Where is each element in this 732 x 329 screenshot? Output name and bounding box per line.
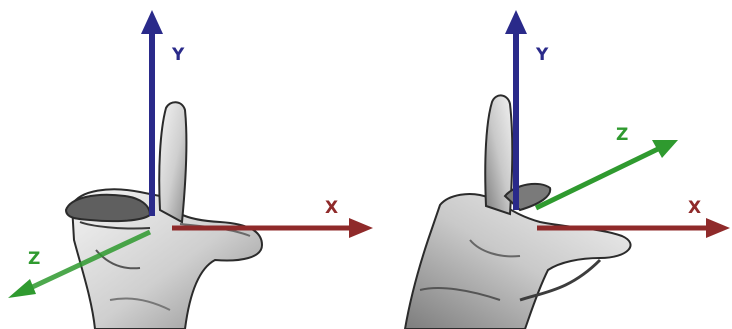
left-hand-icon — [66, 102, 262, 329]
y-label-right: Y — [535, 45, 549, 65]
z-axis-right — [536, 140, 678, 208]
y-label-left: Y — [171, 45, 185, 65]
right-panel — [405, 10, 730, 329]
x-label-right: X — [688, 198, 701, 218]
z-label-left: Z — [28, 249, 40, 269]
z-label-right: Z — [616, 125, 628, 145]
left-panel — [8, 10, 373, 329]
x-label-left: X — [325, 198, 338, 218]
